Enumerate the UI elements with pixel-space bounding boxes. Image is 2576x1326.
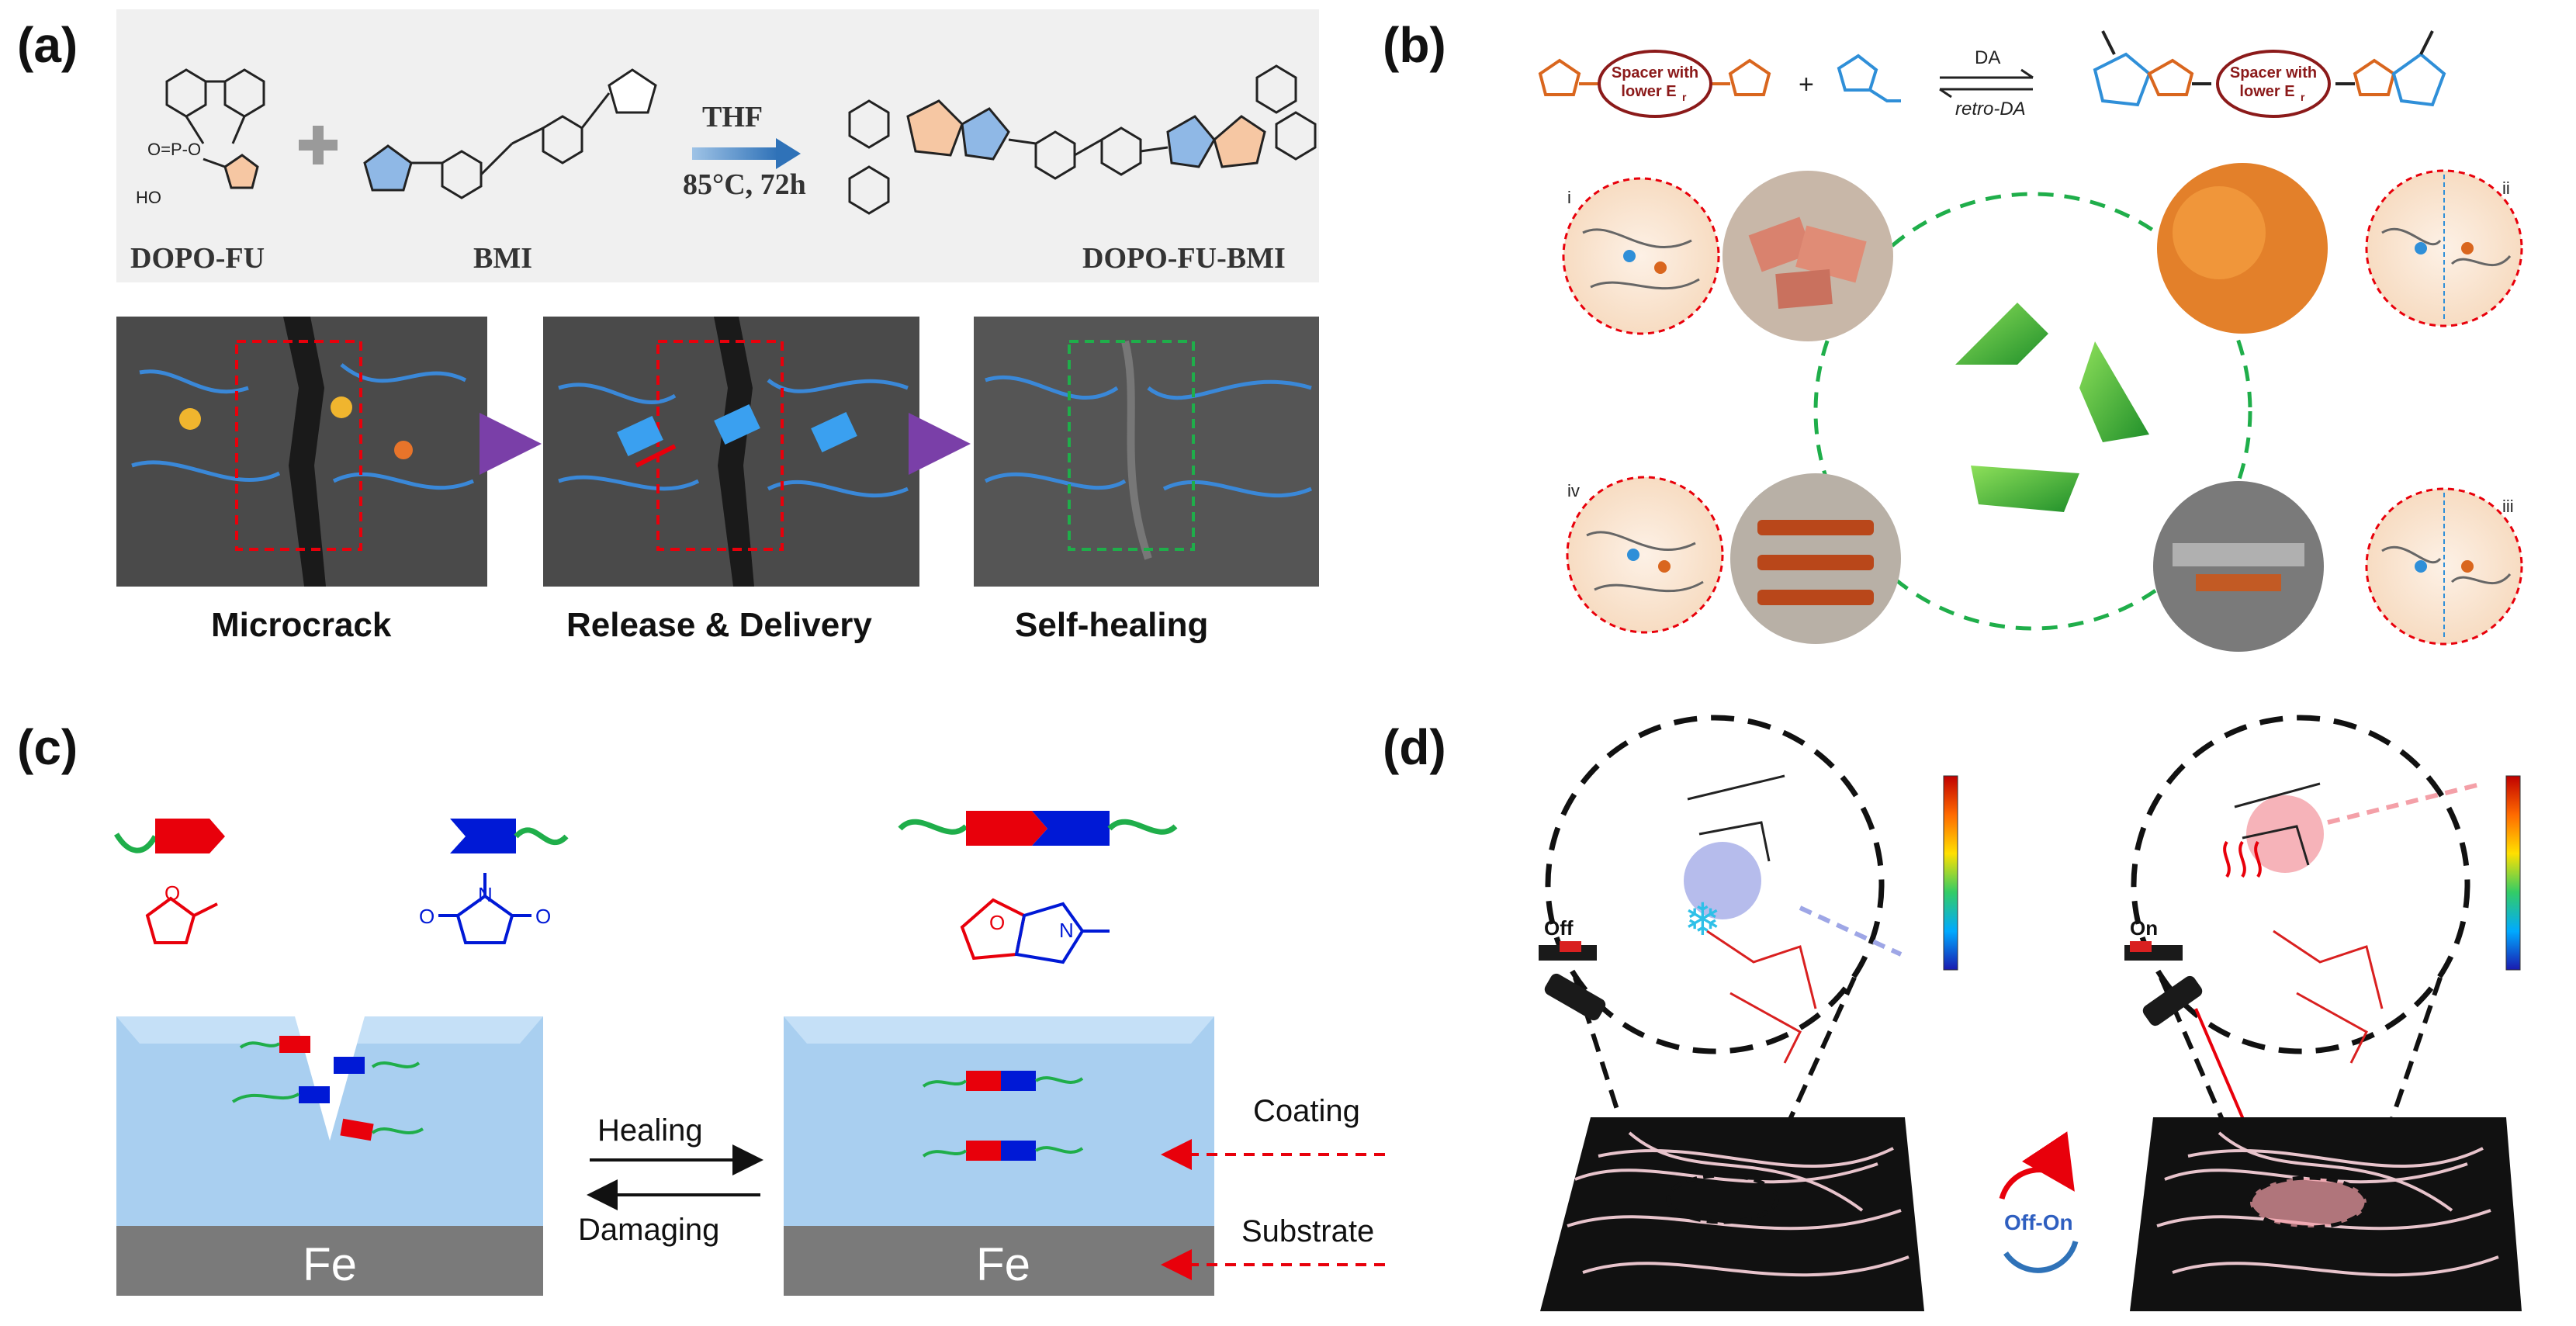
recycle-icon: [1955, 303, 2149, 512]
damaging-label: Damaging: [578, 1213, 719, 1247]
damaged-coating: [116, 1016, 543, 1296]
spacer-ellipse-right: [2216, 50, 2331, 118]
substrate-label: Substrate: [1241, 1214, 1374, 1248]
off-label: Off: [1544, 916, 1574, 940]
recycle-loop: [1813, 192, 2252, 631]
dopo-ho-label: HO: [136, 188, 161, 207]
photo-i-crushed-pieces: [1723, 171, 1893, 341]
step-iv-label: iv: [1567, 481, 1580, 500]
stage-microcrack: Microcrack: [211, 606, 392, 644]
heat-icon: [2223, 840, 2262, 878]
network-circle-iv: [1566, 476, 1724, 634]
dopo-o-p-label: O=P-O: [147, 140, 201, 159]
photo-iv-dogbones: [1730, 473, 1901, 644]
da-label: DA: [1975, 47, 2000, 68]
spacer-text-right-1: Spacer with: [2230, 64, 2317, 81]
fe-label-left: Fe: [303, 1238, 357, 1290]
snowflake-icon: ❄: [1684, 893, 1722, 946]
maleimide-n-label: N: [478, 883, 493, 906]
adduct-n-label: N: [1059, 919, 1074, 942]
photo-iii-tensile-test: [2153, 481, 2324, 652]
spacer-sub-left: r: [1682, 91, 1687, 103]
furan-chain-icon: [113, 819, 225, 853]
retro-da-label: retro-DA: [1955, 99, 2026, 119]
spacer-ellipse-left: [1598, 50, 1712, 118]
maleimide-o-left: O: [419, 905, 435, 928]
magnifier-left: ❄: [1545, 715, 1903, 1150]
stage-release: Release & Delivery: [566, 606, 872, 644]
sem-image-release: [543, 317, 919, 587]
dopo-fu-bmi-structure: [848, 64, 1317, 215]
network-circle-ii: [2365, 169, 2523, 327]
switch-off-icon: [1539, 941, 1597, 961]
panel-b: (b) Spacer with lower E r + DA retro-DA: [1383, 17, 2523, 652]
panel-c-label: (c): [17, 719, 78, 775]
adduct-right: [2093, 30, 2446, 107]
healed-coating: [784, 1016, 1214, 1296]
laser-on-icon: [2142, 975, 2203, 1027]
adduct-structure: [960, 898, 1110, 964]
dopo-fu-label: DOPO-FU: [130, 242, 265, 275]
reaction-arrow: [692, 138, 801, 169]
magnifier-right: [2131, 715, 2484, 1150]
bmi-label: BMI: [473, 242, 532, 275]
on-label: On: [2130, 916, 2158, 940]
laser-off-icon: [1544, 973, 1606, 1021]
maleimide-o-right: O: [535, 905, 551, 928]
panel-c: (c) O N O O: [17, 719, 1385, 1296]
plus-icon: [299, 126, 338, 164]
network-circle-i: [1562, 177, 1720, 335]
adduct-chain-icon: [898, 811, 1178, 846]
colorbar-right: [2505, 775, 2521, 971]
solvent-label: THF: [702, 101, 763, 133]
step-i-label: i: [1567, 188, 1571, 207]
dopo-fu-structure: [165, 68, 265, 189]
spacer-text-left-2: lower E: [1621, 83, 1676, 100]
plus-b: +: [1799, 70, 1814, 99]
maleimide-chain-icon: [450, 819, 569, 853]
panel-d: (d) ❄ Off Off-On: [1383, 715, 2522, 1311]
sem-image-self-healing: [974, 317, 1319, 587]
photo-ii-powder: [2157, 163, 2328, 334]
bmi-structure: [363, 68, 657, 199]
spacer-text-right-2: lower E: [2239, 83, 2294, 100]
furan-o-label: O: [164, 881, 180, 905]
adduct-o-label: O: [989, 911, 1005, 934]
maleimide-structure: [438, 873, 531, 944]
fiber-mat-left: [1540, 1117, 1924, 1311]
furan-structure: [145, 896, 218, 944]
sem-image-microcrack: [116, 317, 487, 587]
equilibrium-arrows: [1939, 68, 2034, 99]
step-iii-label: iii: [2502, 497, 2514, 516]
off-on-label: Off-On: [2004, 1210, 2073, 1234]
step-ii-label: ii: [2502, 178, 2510, 198]
healing-label: Healing: [597, 1113, 703, 1148]
panel-a-label: (a): [17, 17, 78, 73]
dopo-fu-bmi-label: DOPO-FU-BMI: [1082, 242, 1286, 275]
panel-b-label: (b): [1383, 17, 1446, 73]
coating-label: Coating: [1253, 1094, 1360, 1128]
switch-on-icon: [2124, 941, 2183, 961]
furan-b: [1837, 54, 1901, 102]
stage-self-healing: Self-healing: [1015, 606, 1208, 644]
spacer-sub-right: r: [2301, 91, 2305, 103]
panel-a: (a) O=P-O HO DOPO-FU: [17, 9, 1319, 644]
network-circle-iii: [2365, 487, 2523, 646]
fe-label-right: Fe: [976, 1238, 1030, 1290]
conditions-label: 85°C, 72h: [683, 168, 806, 201]
spacer-text-left-1: Spacer with: [1612, 64, 1698, 81]
off-on-cycle-icon: [1999, 1131, 2079, 1273]
colorbar-left: [1943, 775, 1958, 971]
panel-d-label: (d): [1383, 719, 1446, 775]
fiber-mat-right: [2130, 1117, 2522, 1311]
